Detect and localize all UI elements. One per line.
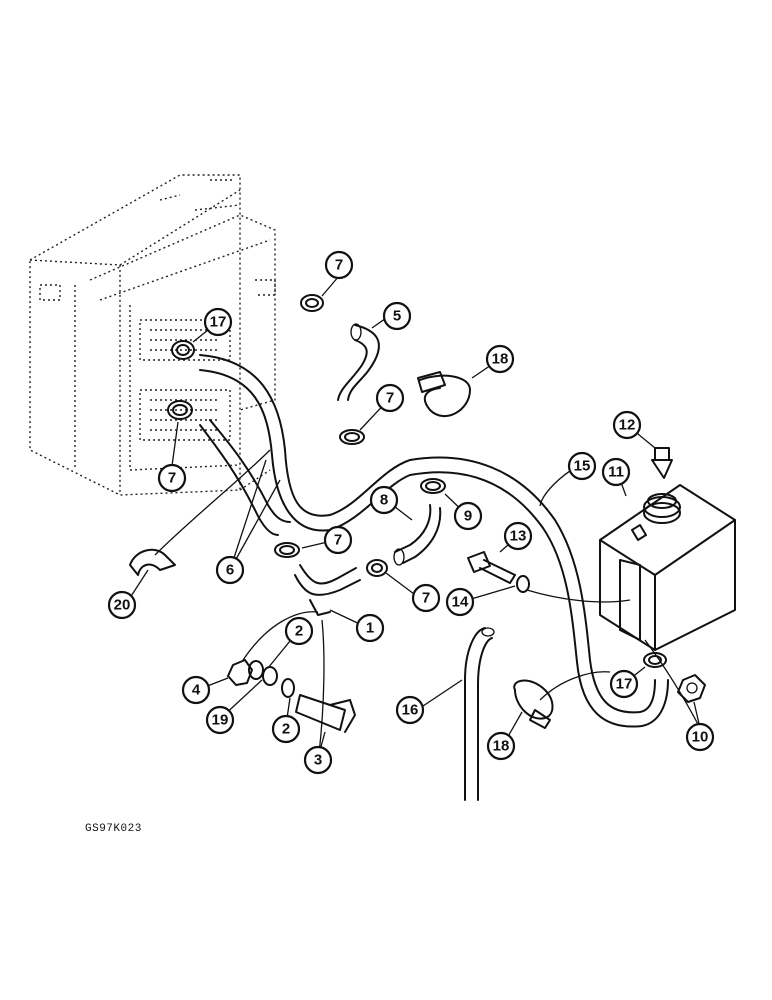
svg-text:5: 5: [393, 308, 401, 325]
cap-11: [651, 459, 673, 479]
strap-clamp-18-lower: [513, 679, 554, 720]
callout-16: 16: [395, 695, 425, 725]
hose-15: [199, 354, 669, 728]
bracket-hardware: [227, 659, 356, 733]
svg-text:7: 7: [422, 590, 430, 607]
hose-6: [199, 424, 279, 536]
svg-text:1: 1: [366, 620, 374, 637]
svg-text:10: 10: [692, 729, 709, 746]
callout-8: 8: [369, 485, 399, 515]
clamps-7: [274, 294, 667, 668]
svg-text:9: 9: [464, 508, 472, 525]
callout-17: 17: [609, 669, 639, 699]
radiator-clamps: [167, 340, 195, 420]
callout-7: 7: [157, 463, 187, 493]
figure-reference-code: GS97K023: [85, 823, 142, 835]
callout-7: 7: [375, 383, 405, 413]
callout-2: 2: [284, 616, 314, 646]
callout-17: 17: [203, 307, 233, 337]
callout-9: 9: [453, 501, 483, 531]
svg-text:11: 11: [608, 464, 624, 481]
callout-18: 18: [486, 731, 516, 761]
callout-6: 6: [215, 555, 245, 585]
svg-text:7: 7: [168, 470, 176, 487]
callout-2: 2: [271, 714, 301, 744]
svg-text:18: 18: [492, 351, 509, 368]
callout-7: 7: [324, 250, 354, 280]
svg-text:12: 12: [619, 417, 636, 434]
callout-3: 3: [303, 745, 333, 775]
radiator-drawing: [29, 174, 276, 496]
elbow-1: [294, 574, 361, 596]
svg-text:13: 13: [510, 528, 527, 545]
callout-11: 12: [612, 410, 642, 440]
callout-10: 11: [601, 457, 631, 487]
svg-text:7: 7: [386, 390, 394, 407]
callout-7: 7: [411, 583, 441, 613]
callout-20: 20: [107, 590, 137, 620]
svg-text:17: 17: [210, 314, 227, 331]
svg-text:4: 4: [192, 682, 201, 699]
hose-8: [394, 504, 432, 553]
strap-clamp-18: [419, 374, 471, 417]
callout-18: 18: [485, 344, 515, 374]
svg-text:7: 7: [334, 532, 342, 549]
svg-text:2: 2: [295, 623, 303, 640]
svg-text:8: 8: [380, 492, 388, 509]
svg-text:17: 17: [616, 676, 633, 693]
nut-14: [677, 674, 706, 703]
svg-text:2: 2: [282, 721, 290, 738]
svg-text:16: 16: [402, 702, 419, 719]
svg-text:18: 18: [493, 738, 510, 755]
callout-1: 1: [355, 613, 385, 643]
callout-5: 5: [382, 301, 412, 331]
svg-text:14: 14: [452, 594, 469, 611]
bolt-12: [467, 551, 516, 584]
callout-13: 14: [445, 587, 475, 617]
washer-13: [516, 575, 530, 593]
svg-text:3: 3: [314, 752, 322, 769]
svg-text:15: 15: [574, 458, 591, 475]
svg-text:19: 19: [212, 712, 229, 729]
svg-text:7: 7: [335, 257, 343, 274]
svg-text:20: 20: [114, 597, 131, 614]
tube-16: [464, 627, 486, 801]
callout-4: 4: [181, 675, 211, 705]
callout-19: 19: [205, 705, 235, 735]
clip-20: [129, 548, 176, 576]
callout-7: 7: [323, 525, 353, 555]
callout-15: 15: [567, 451, 597, 481]
callout-14: 10: [685, 722, 715, 752]
callout-12: 13: [503, 521, 533, 551]
hose-5: [347, 324, 380, 401]
expansion-tank: [599, 484, 736, 651]
svg-text:6: 6: [226, 562, 234, 579]
